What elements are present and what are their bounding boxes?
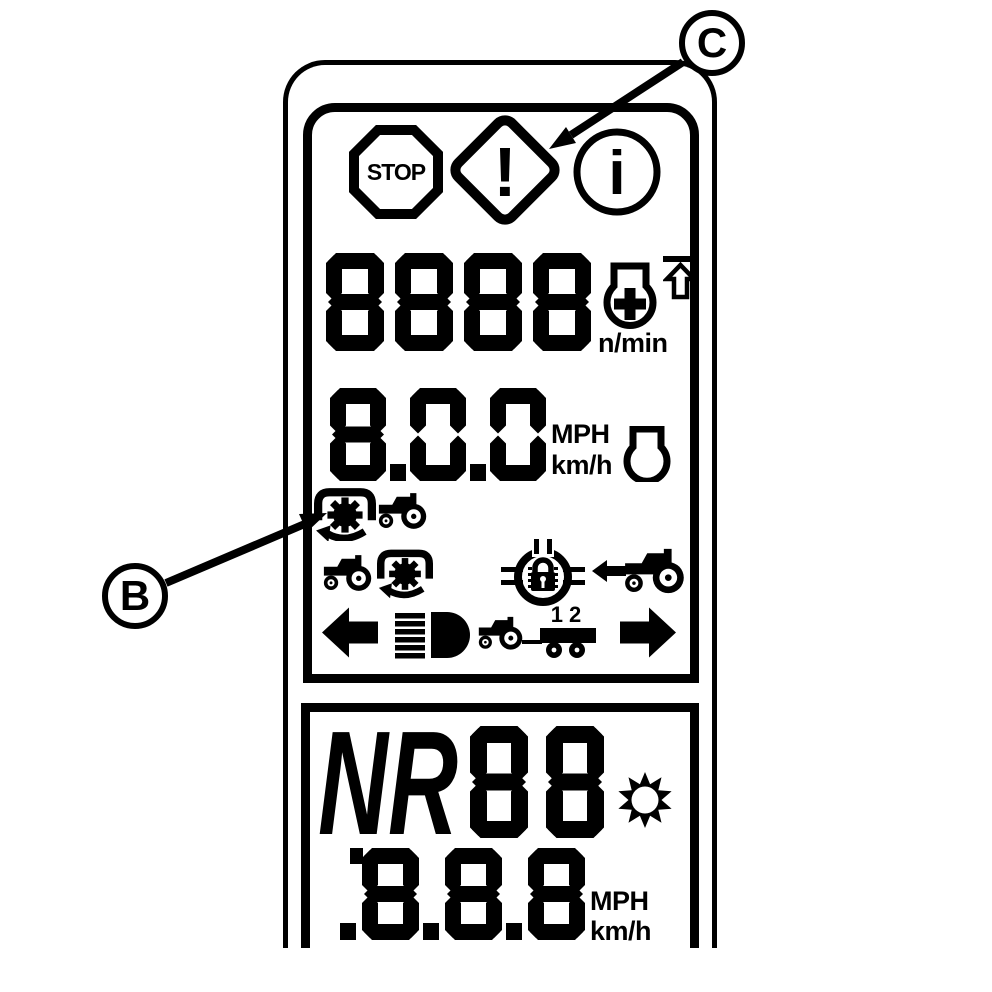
- gear-number-seven-segment-display: [470, 726, 624, 838]
- lower-display-panel: [301, 703, 699, 948]
- right-turn-signal-icon: [620, 604, 676, 662]
- differential-lock-icon: [501, 539, 585, 607]
- lower-speed-unit-mph-label: MPH: [590, 886, 649, 916]
- tractor-icon: [624, 547, 686, 595]
- upper-display-panel: [303, 103, 699, 683]
- warning-diamond-icon: !: [447, 112, 563, 228]
- gear-rotation-bracket-icon: [377, 547, 433, 599]
- pto-outline-icon: [622, 426, 672, 482]
- callout-b-label: B: [119, 572, 151, 619]
- stop-label: STOP: [367, 159, 426, 185]
- left-turn-signal-icon: [322, 604, 378, 662]
- stop-sign-icon: STOP: [349, 125, 443, 219]
- display-housing-frame: [283, 60, 717, 948]
- callout-c-badge: C: [679, 10, 745, 76]
- sun-gear-icon: [616, 770, 674, 830]
- callout-c-label: C: [696, 19, 728, 66]
- tractor-icon: [378, 492, 428, 530]
- info-glyph: i: [608, 139, 625, 208]
- svg-text:NR: NR: [318, 722, 458, 840]
- lower-speed-seven-segment-display: [340, 848, 591, 940]
- tractor-icon: [323, 554, 373, 592]
- speed-seven-segment-display: [330, 388, 552, 481]
- tractor-trailer-icon: 1 2: [478, 604, 598, 662]
- lower-speed-unit-kmh-label: km/h: [590, 916, 652, 946]
- hitch-raised-icon: [663, 256, 698, 300]
- reverse-arrow-icon: [592, 558, 626, 584]
- speed-unit-mph-label: MPH: [551, 419, 610, 449]
- speed-unit-kmh-label: km/h: [551, 450, 613, 480]
- callout-b-badge: B: [102, 563, 168, 629]
- high-beam-icon: [395, 611, 479, 661]
- trailer-number-label: 1 2: [551, 604, 582, 627]
- gear-mode-label: NR: [318, 722, 460, 840]
- warning-exclamation-glyph: !: [493, 133, 516, 211]
- gear-rotation-bracket-icon: [314, 487, 376, 541]
- info-circle-icon: i: [572, 127, 662, 217]
- rpm-unit-label: n/min: [598, 328, 668, 358]
- rear-pto-engaged-icon: [602, 262, 658, 332]
- rpm-seven-segment-display: [326, 253, 604, 351]
